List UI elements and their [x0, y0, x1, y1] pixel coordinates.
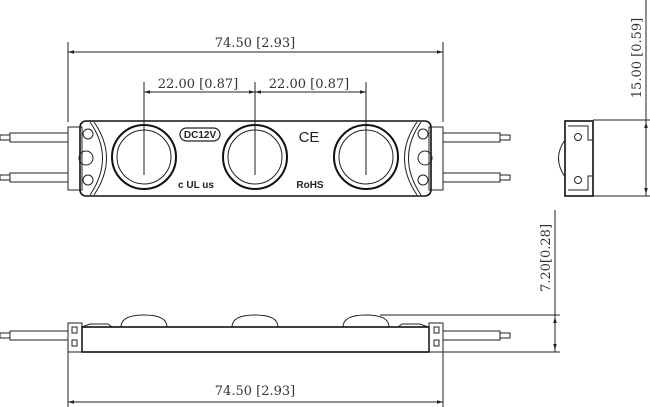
front-body — [81, 326, 430, 353]
dimension-length-bottom: 74.50 [2.93] — [215, 384, 295, 399]
ce-mark: CE — [299, 129, 320, 146]
mounting-hole — [78, 150, 94, 166]
mounting-hole — [417, 150, 433, 166]
screw-icon — [417, 174, 429, 186]
rohs-mark: RoHS — [296, 180, 324, 191]
dimension-height-side: 7.20[0.28] — [539, 224, 554, 292]
screw-icon — [417, 128, 429, 140]
wires — [0, 132, 511, 183]
dimension-pitch-right: 22.00 [0.87] — [269, 77, 349, 92]
dimension-length-top: 74.50 [2.93] — [215, 36, 295, 51]
voltage-badge — [179, 127, 221, 142]
top-view: 74.50 [2.93] 22.00 [0.87] 22.00 [0.87] — [0, 36, 511, 197]
dimension-width-side: 15.00 [0.59] — [630, 18, 645, 98]
voltage-label: DC12V — [184, 130, 217, 141]
side-view: 15.00 [0.59] — [558, 0, 650, 197]
ul-mark: c UL us — [178, 180, 214, 191]
front-view: 74.50 [2.93] 7.20[0.28] — [0, 210, 560, 407]
side-body — [564, 120, 594, 197]
screw-icon — [82, 128, 94, 140]
dimension-pitch-left: 22.00 [0.87] — [158, 77, 238, 92]
screw-icon — [82, 174, 94, 186]
